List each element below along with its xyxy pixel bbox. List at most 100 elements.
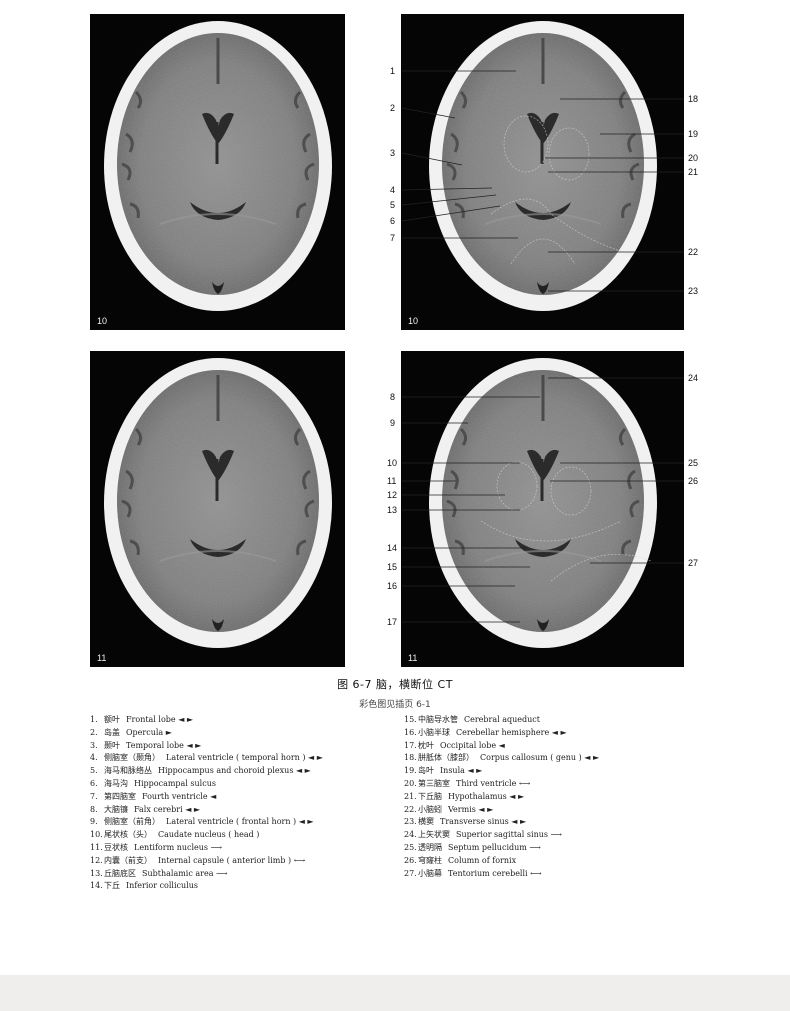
legend-english-term: Cerebellar hemisphere ◄ ► xyxy=(456,727,567,737)
legend-chinese-term: 豆状核 xyxy=(104,842,128,852)
legend-item: 10.尾状核（头）Caudate nucleus ( head ) xyxy=(90,829,323,842)
legend-chinese-term: 岛叶 xyxy=(418,766,434,776)
legend-chinese-term: 穹窿柱 xyxy=(418,855,442,865)
legend-chinese-term: 颞叶 xyxy=(104,740,120,750)
legend-english-term: Subthalamic area ⟶ xyxy=(142,868,228,878)
legend-number: 1. xyxy=(90,715,98,724)
panel-label: 11 xyxy=(97,653,107,663)
ct-image xyxy=(90,14,345,330)
ct-panel-10-plain: 10 xyxy=(90,14,345,330)
legend-number: 4. xyxy=(90,753,98,763)
callout-9: 9 xyxy=(390,418,396,428)
ct-image xyxy=(90,351,345,667)
legend-chinese-term: 内囊（前支） xyxy=(104,855,152,865)
callout-15: 15 xyxy=(387,562,398,572)
legend-item: 11.豆状核 Lentiform nucleus ⟶ xyxy=(90,842,323,855)
ct-panel-11-plain: 11 xyxy=(90,351,345,667)
panel-label: 11 xyxy=(408,653,418,663)
legend-english-term: Lateral ventricle ( frontal horn ) ◄ ► xyxy=(166,817,314,827)
legend-english-term: Superior sagittal sinus ⟶ xyxy=(456,830,562,840)
legend-number: 11. xyxy=(90,842,103,852)
callout-25: 25 xyxy=(688,458,699,468)
legend-item: 4.侧脑室（颞角）Lateral ventricle ( temporal ho… xyxy=(90,752,323,765)
callout-26: 26 xyxy=(688,476,699,486)
callout-8: 8 xyxy=(390,392,396,402)
legend-chinese-term: 海马和脉络丛 xyxy=(104,766,152,776)
legend-chinese-term: 第四脑室 xyxy=(104,791,136,801)
legend-english-term: Third ventricle ⟷ xyxy=(456,778,531,788)
legend-number: 23. xyxy=(404,817,417,827)
callout-3: 3 xyxy=(390,148,396,158)
legend-number: 8. xyxy=(90,804,98,814)
callout-4: 4 xyxy=(390,185,396,195)
legend-number: 3. xyxy=(90,740,98,750)
legend-chinese-term: 胼胝体（膝部） xyxy=(418,753,474,763)
callout-18: 18 xyxy=(688,94,699,104)
figure-subtitle: 彩色图见插页 6-1 xyxy=(359,700,431,710)
legend-english-term: Column of fornix xyxy=(448,855,517,865)
legend-item: 12.内囊（前支）Internal capsule ( anterior lim… xyxy=(90,855,323,868)
legend-english-term: Temporal lobe ◄ ► xyxy=(126,740,202,750)
footer-bar xyxy=(0,975,790,1011)
legend-english-term: Tentorium cerebelli ⟷ xyxy=(448,868,542,878)
legend-chinese-term: 尾状核（头） xyxy=(104,830,152,840)
legend-english-term: Corpus callosum ( genu ) ◄ ► xyxy=(480,753,600,763)
panel-label: 10 xyxy=(97,316,108,326)
legend-chinese-term: 侧脑室（颞角） xyxy=(104,753,160,763)
legend-chinese-term: 下丘 xyxy=(104,881,120,891)
legend-number: 14. xyxy=(90,881,103,891)
legend-number: 6. xyxy=(90,778,98,788)
legend-english-term: Lentiform nucleus ⟶ xyxy=(134,842,223,852)
legend-number: 13. xyxy=(90,868,103,878)
ct-image xyxy=(401,351,684,667)
legend-english-term: Hypothalamus ◄ ► xyxy=(448,791,525,801)
legend-chinese-term: 岛盖 xyxy=(104,727,120,737)
callout-2: 2 xyxy=(390,103,396,113)
legend-number: 15. xyxy=(404,715,417,724)
legend-english-term: Cerebral aqueduct xyxy=(464,715,540,724)
legend-chinese-term: 海马沟 xyxy=(104,778,128,788)
legend-item: 3. 颞叶 Temporal lobe ◄ ► xyxy=(90,740,323,753)
legend-chinese-term: 透明隔 xyxy=(418,842,442,852)
callout-16: 16 xyxy=(387,581,398,591)
legend-number: 26. xyxy=(404,855,417,865)
legend-chinese-term: 额叶 xyxy=(104,715,120,724)
callout-20: 20 xyxy=(688,153,699,163)
legend-english-term: Opercula ► xyxy=(126,727,172,737)
callout-5: 5 xyxy=(390,200,396,210)
callout-24: 24 xyxy=(688,373,699,383)
legend-number: 22. xyxy=(404,804,417,814)
legend-number: 17. xyxy=(404,740,417,750)
legend-item: 26.穹窿柱 Column of fornix xyxy=(404,855,599,868)
legend-item: 9.侧脑室（前角）Lateral ventricle ( frontal hor… xyxy=(90,816,323,829)
legend-chinese-term: 丘脑底区 xyxy=(104,868,136,878)
legend-english-term: Septum pellucidum ⟶ xyxy=(448,842,541,852)
callout-13: 13 xyxy=(387,505,398,515)
callout-10: 10 xyxy=(387,458,398,468)
legend-number: 7. xyxy=(90,791,98,801)
figure-caption: 图 6-7 脑，横断位 CT xyxy=(337,678,453,691)
legend-english-term: Internal capsule ( anterior limb ) ⟷ xyxy=(158,855,306,865)
legend-number: 24. xyxy=(404,830,417,840)
callout-19: 19 xyxy=(688,129,699,139)
legend-number: 21. xyxy=(404,791,417,801)
callout-21: 21 xyxy=(688,167,699,177)
callout-12: 12 xyxy=(387,490,398,500)
legend-number: 9. xyxy=(90,817,98,827)
legend-chinese-term: 枕叶 xyxy=(418,740,434,750)
